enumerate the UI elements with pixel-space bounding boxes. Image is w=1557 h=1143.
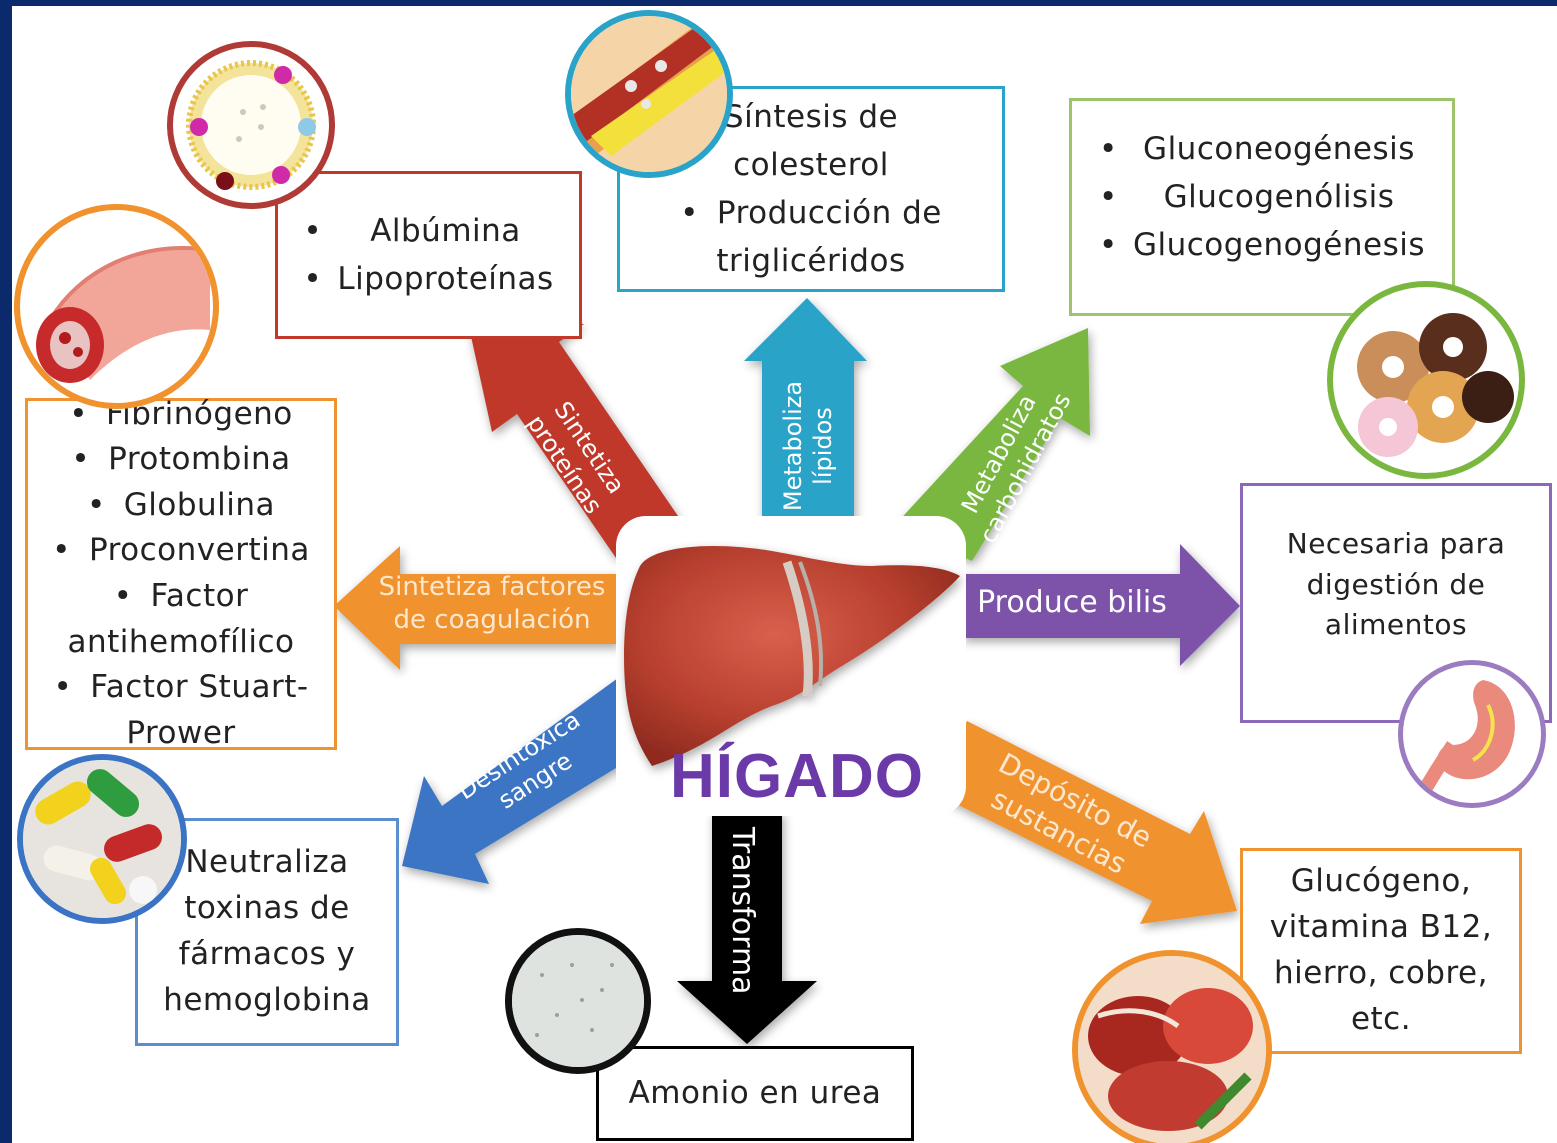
stomach-icon <box>1398 660 1546 808</box>
arrow-storage <box>930 721 1237 924</box>
storage-line: hierro, cobre, <box>1274 955 1488 991</box>
pills-icon <box>17 754 187 924</box>
lipids-line: •Producción de <box>680 195 942 231</box>
bile-line: alimentos <box>1324 608 1468 642</box>
list-item: Lipoproteínas <box>303 255 553 303</box>
storage-line: vitamina B12, <box>1269 909 1493 946</box>
coag-line: •Protombina <box>71 441 291 478</box>
storage-line: Glucógeno, <box>1290 863 1472 900</box>
box-proteins: Albúmina Lipoproteínas <box>275 171 582 339</box>
box-coag: •Fibrinógeno •Protombina •Globulina •Pro… <box>25 396 337 751</box>
bile-line: digestión de <box>1306 567 1486 601</box>
coag-line: •Fibrinógeno <box>69 395 293 432</box>
detox-line: Neutraliza <box>185 844 349 881</box>
list-item: Albúmina <box>303 207 553 255</box>
arrow-carbs <box>894 328 1090 561</box>
bile-line: Necesaria para <box>1286 527 1506 560</box>
lipids-line: triglicéridos <box>716 243 906 280</box>
list-item: Glucogenogénesis <box>1099 221 1425 269</box>
detox-line: fármacos y <box>178 936 356 972</box>
liver-icon <box>624 546 960 766</box>
detox-line: hemoglobina <box>163 981 371 1018</box>
urea-powder-icon <box>505 928 651 1074</box>
list-item: Glucogenólisis <box>1099 173 1425 221</box>
lipids-line: Síntesis de <box>723 98 899 135</box>
arrow-lipids <box>744 298 867 521</box>
coag-line: •Proconvertina <box>52 532 310 569</box>
storage-line: etc. <box>1350 1000 1412 1037</box>
arrow-coag <box>334 546 618 670</box>
coag-line: •Globulina <box>86 486 276 523</box>
donuts-icon <box>1327 281 1525 479</box>
box-lipids: Síntesis de colesterol •Producción de tr… <box>617 86 1005 292</box>
arrows-layer <box>334 298 1240 1044</box>
liver-title: HÍGADO <box>670 742 924 811</box>
arrow-detox <box>402 678 652 884</box>
coag-line: •Factor Stuart- <box>53 669 309 706</box>
list-item: Gluconeogénesis <box>1099 125 1425 173</box>
box-storage: Glucógeno, vitamina B12, hierro, cobre, … <box>1240 848 1522 1054</box>
arrow-transform-label: Transforma <box>724 826 760 995</box>
lipoprotein-icon <box>167 41 335 209</box>
artery-plaque-icon <box>565 10 733 178</box>
arrow-bile <box>962 544 1240 666</box>
arrow-bile-label: Produce bilis <box>977 585 1167 620</box>
arrow-transform <box>677 811 817 1044</box>
lipids-line: colesterol <box>733 146 889 183</box>
detox-line: toxinas de <box>184 890 350 927</box>
coag-line: •Factor <box>113 578 249 614</box>
box-urea: Amonio en urea <box>596 1046 914 1141</box>
coag-line: Prower <box>126 714 236 751</box>
coag-line: antihemofílico <box>67 623 295 660</box>
blood-vessel-icon <box>14 204 219 409</box>
arrow-proteins <box>467 318 678 558</box>
box-carbs: Gluconeogénesis Glucogenólisis Glucogeno… <box>1069 98 1455 316</box>
meat-icon <box>1072 950 1272 1143</box>
